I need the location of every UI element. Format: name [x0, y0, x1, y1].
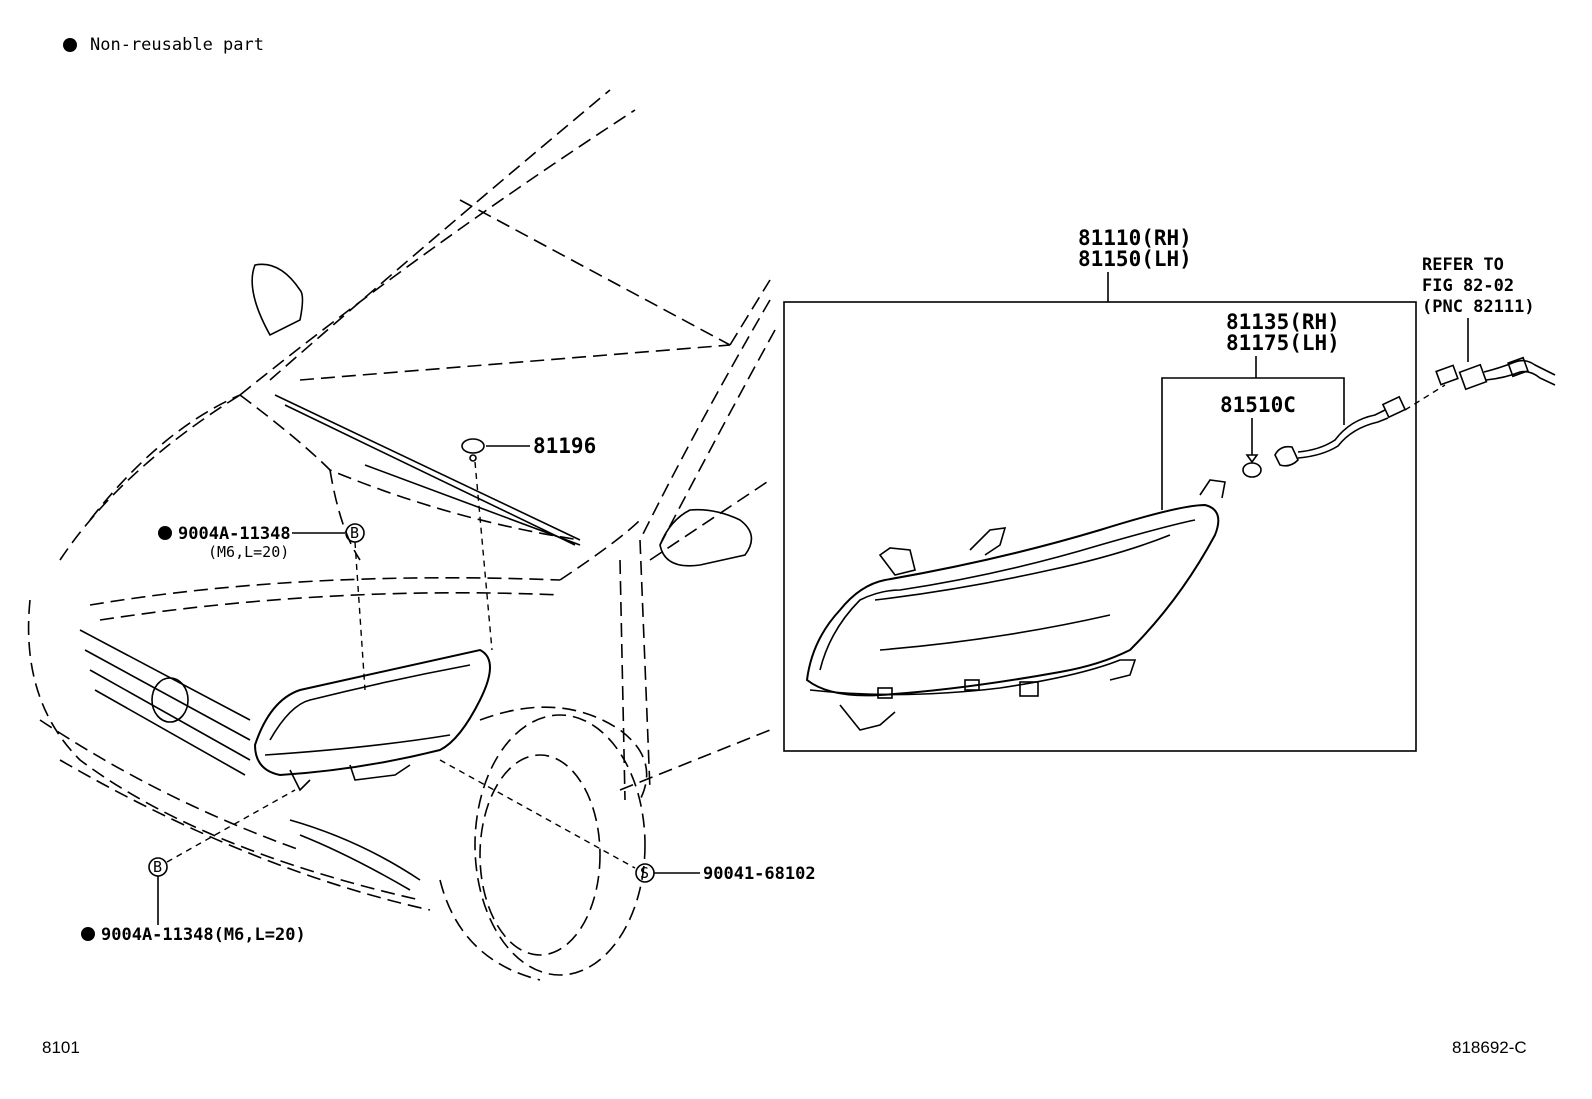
reference-line-1: REFER TO [1422, 255, 1504, 275]
part-number-bolt-upper: 9004A-11348 [178, 524, 291, 544]
cap-icon [461, 438, 485, 454]
non-reusable-dot-icon [158, 526, 172, 540]
reference-line-3: (PNC 82111) [1422, 297, 1535, 317]
bulb-icon [1242, 462, 1262, 478]
marker-s: S [640, 864, 649, 882]
part-number-headlamp-rh: 81110(RH) [1078, 226, 1192, 250]
callout-bolt-upper: 9004A-11348 (M6,L=20) B [158, 523, 366, 691]
bolt-upper-spec: (M6,L=20) [208, 543, 289, 561]
vehicle-outline [27, 89, 776, 981]
part-number-81196: 81196 [533, 434, 596, 458]
part-number-socket-lh: 81175(LH) [1226, 331, 1340, 355]
part-number-bolt-lower: 9004A-11348(M6,L=20) [101, 925, 306, 945]
footer-right-code: 818692-C [1452, 1038, 1527, 1057]
callout-screw: S 90041-68102 [439, 759, 816, 884]
marker-b-upper: B [350, 524, 359, 542]
footer-left-code: 8101 [42, 1038, 80, 1057]
reference-line-2: FIG 82-02 [1422, 276, 1514, 296]
part-number-bulb: 81510C [1220, 393, 1296, 417]
part-number-socket-rh: 81135(RH) [1226, 310, 1340, 334]
non-reusable-dot-icon [81, 927, 95, 941]
non-reusable-dot-icon [63, 38, 77, 52]
headlamp-assembly: 81110(RH) 81150(LH) 81135(RH) 81175(LH) … [783, 226, 1417, 752]
callout-81196: 81196 [461, 434, 596, 651]
part-number-headlamp-lh: 81150(LH) [1078, 247, 1192, 271]
reference-note: REFER TO FIG 82-02 (PNC 82111) [1404, 255, 1556, 411]
part-number-screw: 90041-68102 [703, 864, 816, 884]
legend: Non-reusable part [63, 35, 264, 55]
callout-bolt-lower: B 9004A-11348(M6,L=20) [81, 789, 306, 945]
marker-b-lower: B [153, 858, 162, 876]
legend-text: Non-reusable part [90, 35, 264, 55]
assembly-box [783, 301, 1417, 752]
